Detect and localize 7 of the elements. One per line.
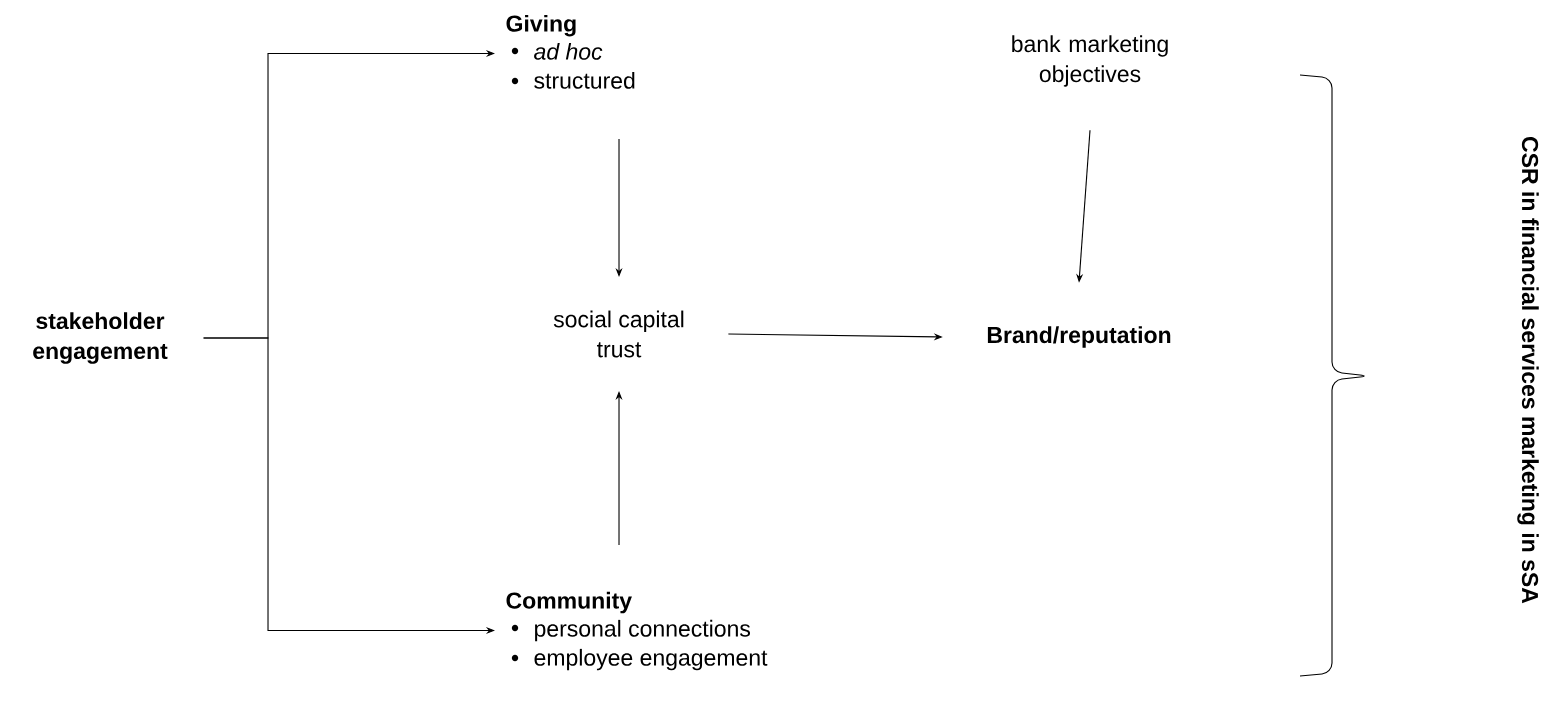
concept-label: bank marketing objectives — [1012, 35, 1168, 87]
side-label: CSR in financial services marketing in sSA — [1517, 137, 1539, 604]
outcome-label: Brand/reputation — [987, 326, 1171, 348]
bullet-list: Giving ad hoc structured — [506, 14, 635, 89]
concept-label: social capital trust — [553, 310, 684, 358]
source-label: stakeholder engagement — [33, 312, 168, 364]
bullet-list: Community personal connections employee engagement — [506, 591, 768, 671]
